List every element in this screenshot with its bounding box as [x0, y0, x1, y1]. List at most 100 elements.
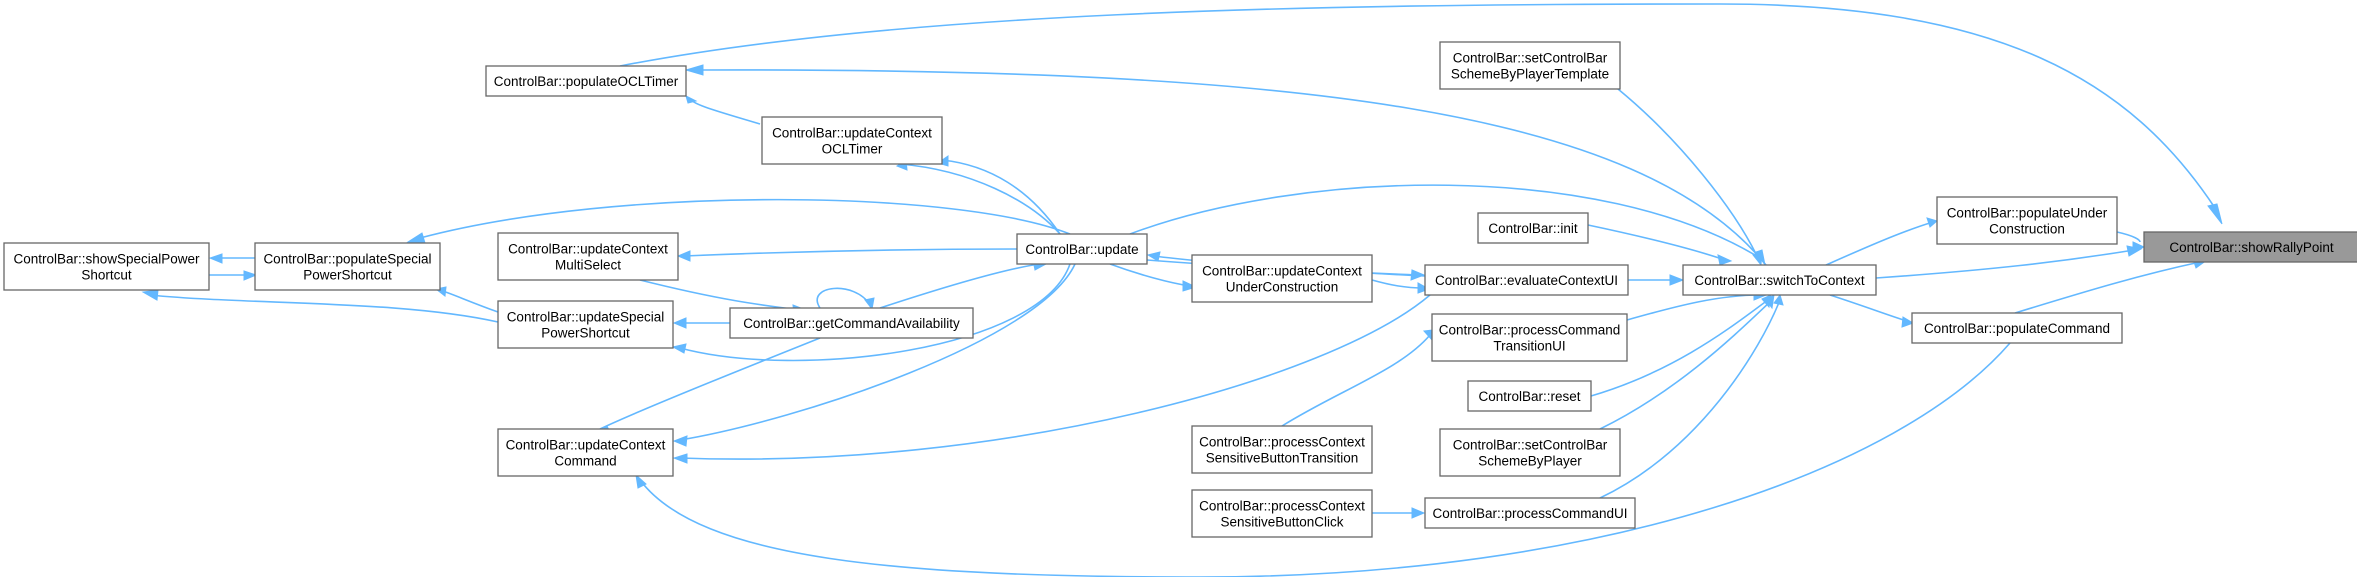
node-label: ControlBar::updateContext	[1202, 264, 1362, 279]
node-get-command-availability[interactable]: ControlBar::getCommandAvailability	[729, 307, 974, 339]
arrowhead	[1755, 249, 1766, 266]
node-init[interactable]: ControlBar::init	[1477, 212, 1589, 244]
arrowhead	[672, 317, 687, 329]
arrowhead	[1182, 280, 1198, 292]
arrowhead	[1669, 274, 1685, 286]
edges	[141, 3, 2223, 577]
node-label: ControlBar::updateContext	[772, 126, 932, 141]
node-process-command-u-i[interactable]: ControlBar::processCommandUI	[1424, 497, 1636, 529]
node-label: ControlBar::evaluateContextUI	[1435, 273, 1618, 288]
call-edge	[1875, 245, 2143, 279]
call-edge	[1825, 217, 1939, 266]
call-edge	[672, 263, 1076, 447]
node-label: UnderConstruction	[1226, 280, 1339, 295]
node-label: ControlBar::updateContext	[508, 242, 668, 257]
arrowhead	[671, 343, 687, 354]
node-label: ControlBar::updateSpecial	[507, 310, 665, 325]
call-edge	[596, 337, 821, 435]
node-label: ControlBar::processCommand	[1439, 323, 1621, 338]
node-label: ControlBar::populateUnder	[1947, 206, 2108, 221]
call-edge	[1829, 294, 1915, 328]
node-switch-to-context[interactable]: ControlBar::switchToContext	[1682, 264, 1877, 296]
arrowhead	[243, 270, 258, 281]
call-edge	[1371, 279, 1431, 294]
call-edge	[141, 289, 499, 323]
node-label: ControlBar::updateContext	[506, 438, 666, 453]
call-edge	[619, 3, 2223, 225]
call-edge	[208, 270, 258, 281]
node-label: ControlBar::processContext	[1199, 499, 1365, 514]
arrowhead	[672, 453, 688, 464]
node-label: SensitiveButtonClick	[1220, 515, 1343, 530]
arrowhead	[684, 64, 704, 76]
node-label: ControlBar::getCommandAvailability	[743, 316, 960, 331]
node-update-context-under-construction[interactable]: ControlBar::updateContextUnderConstructi…	[1191, 254, 1373, 303]
node-label: ControlBar::processContext	[1199, 435, 1365, 450]
node-label: ControlBar::switchToContext	[1694, 273, 1865, 288]
node-label: OCLTimer	[822, 142, 883, 157]
node-show-rally-point[interactable]: ControlBar::showRallyPoint	[2143, 231, 2357, 263]
call-edge	[879, 259, 1048, 309]
nodes: ControlBar::showRallyPointControlBar::po…	[3, 41, 2357, 538]
arrowhead	[2207, 203, 2223, 225]
arrowhead	[1417, 282, 1431, 294]
node-label: ControlBar::processCommandUI	[1432, 506, 1627, 521]
node-reset[interactable]: ControlBar::reset	[1467, 380, 1592, 412]
call-edge	[672, 294, 1431, 464]
node-label: ControlBar::showRallyPoint	[2169, 240, 2334, 255]
arrowhead	[1410, 269, 1426, 281]
node-label: Construction	[1989, 222, 2065, 237]
node-label: ControlBar::populateOCLTimer	[494, 74, 679, 89]
call-edge	[1129, 184, 1766, 266]
call-edge	[1587, 224, 1733, 266]
call-edge	[434, 286, 499, 313]
node-label: Shortcut	[81, 268, 132, 283]
node-label: SensitiveButtonTransition	[1206, 451, 1359, 466]
node-label: TransitionUI	[1493, 339, 1565, 354]
node-label: ControlBar::update	[1025, 242, 1138, 257]
arrowhead	[864, 297, 875, 311]
call-edge	[1109, 263, 1198, 292]
arrowhead	[406, 232, 426, 244]
arrowhead	[1765, 293, 1775, 310]
node-label: Command	[554, 454, 616, 469]
node-label: PowerShortcut	[303, 268, 392, 283]
node-update[interactable]: ControlBar::update	[1016, 233, 1148, 265]
node-label: ControlBar::populateCommand	[1924, 321, 2110, 336]
node-label: ControlBar::setControlBar	[1453, 438, 1608, 453]
node-evaluate-context-u-i[interactable]: ControlBar::evaluateContextUI	[1424, 264, 1629, 296]
call-edge	[684, 64, 1767, 266]
node-process-context-sensitive-button-transition[interactable]: ControlBar::processContextSensitiveButto…	[1191, 425, 1373, 474]
call-edge	[1372, 507, 1426, 519]
node-process-context-sensitive-button-click[interactable]: ControlBar::processContextSensitiveButto…	[1191, 489, 1373, 538]
arrowhead	[208, 253, 223, 264]
call-edge	[2014, 258, 2209, 314]
arrowhead	[672, 435, 688, 447]
call-edge	[671, 263, 1071, 362]
arrowhead	[1411, 507, 1426, 519]
arrowhead	[1146, 251, 1161, 262]
call-edge	[635, 342, 2011, 577]
arrowhead	[676, 250, 691, 262]
node-set-control-bar-scheme-by-player-template[interactable]: ControlBar::setControlBarSchemeByPlayerT…	[1439, 41, 1621, 90]
call-edge	[672, 317, 730, 329]
arrowhead	[141, 289, 159, 301]
call-edge	[208, 253, 256, 264]
arrowhead	[1717, 254, 1733, 266]
node-populate-command[interactable]: ControlBar::populateCommand	[1911, 312, 2123, 344]
node-populate-o-c-l-timer[interactable]: ControlBar::populateOCLTimer	[485, 65, 687, 97]
call-edge	[676, 248, 1018, 262]
call-edge	[1599, 293, 1784, 499]
call-edge	[685, 95, 761, 125]
arrowhead	[635, 473, 647, 489]
